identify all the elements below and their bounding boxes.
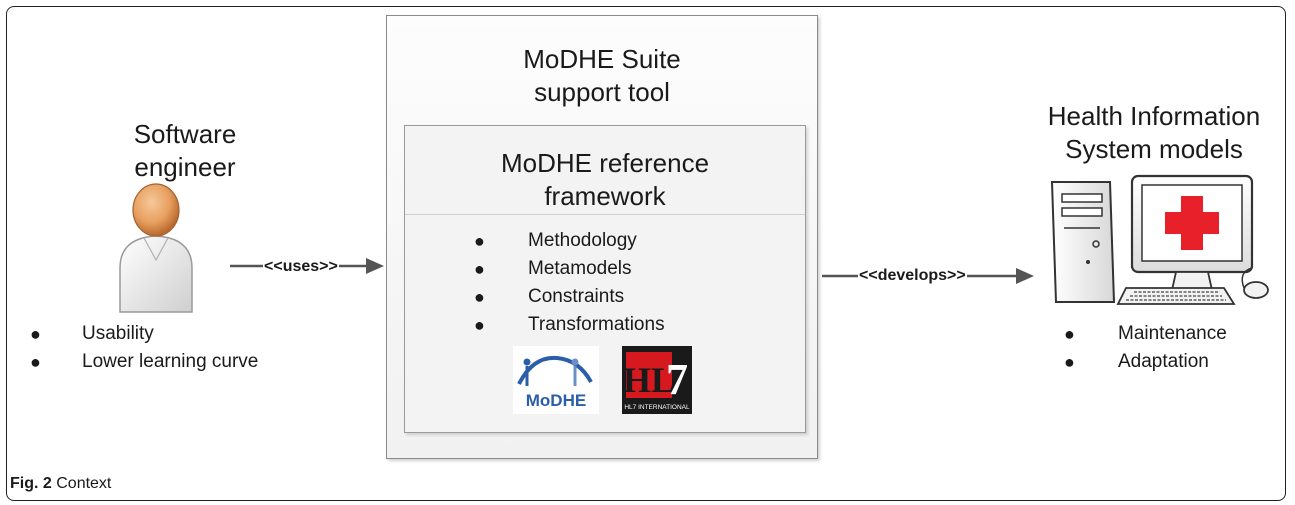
divider — [405, 214, 805, 215]
svg-text:7: 7 — [666, 355, 688, 404]
figure-caption: Fig. 2 Context — [10, 474, 111, 494]
list-item: ●Metamodels — [474, 255, 774, 283]
bullet-dot-icon: ● — [1064, 324, 1075, 344]
suite-title: MoDHE Suite support tool — [386, 43, 818, 109]
modhe-logo: MoDHE — [513, 346, 599, 414]
suite-title-line2: support tool — [534, 77, 670, 107]
software-engineer-title: Software engineer — [90, 118, 280, 184]
figure-frame — [6, 6, 1286, 501]
bullet-dot-icon: ● — [474, 231, 485, 251]
his-title-line2: System models — [1065, 134, 1243, 164]
person-icon — [119, 183, 193, 313]
his-title-line1: Health Information — [1047, 101, 1261, 131]
suite-title-line1: MoDHE Suite — [523, 44, 681, 74]
caption-label: Fig. 2 — [10, 475, 52, 492]
medical-computer-icon — [1050, 174, 1269, 305]
bullet-dot-icon: ● — [474, 315, 485, 335]
list-item: ●Methodology — [474, 227, 774, 255]
list-item: ●Adaptation — [1064, 348, 1274, 376]
modhe-logo-text: MoDHE — [526, 391, 586, 410]
bullet-dot-icon: ● — [474, 259, 485, 279]
uses-label: <<uses>> — [263, 257, 339, 277]
bullet-dot-icon: ● — [474, 287, 485, 307]
framework-title-line1: MoDHE reference — [500, 148, 710, 178]
bullet-dot-icon: ● — [1064, 352, 1075, 372]
bullet-dot-icon: ● — [30, 352, 41, 372]
list-item: ●Constraints — [474, 283, 774, 311]
framework-title: MoDHE reference framework — [404, 147, 806, 213]
reference-framework-box — [404, 125, 806, 433]
framework-items: ●Methodology ●Metamodels ●Constraints ●T… — [474, 227, 774, 339]
hl7-logo-text: HL7 INTERNATIONAL — [624, 404, 690, 411]
svg-text:HL: HL — [623, 360, 675, 400]
his-bullets: ●Maintenance ●Adaptation — [1064, 320, 1274, 376]
list-item: ●Lower learning curve — [30, 348, 330, 376]
software-engineer-title-line1: Software — [133, 119, 237, 149]
his-models-title: Health Information System models — [1024, 100, 1284, 166]
framework-title-line2: framework — [544, 181, 666, 211]
list-item: ●Usability — [30, 320, 330, 348]
list-item: ●Transformations — [474, 311, 774, 339]
software-engineer-title-line2: engineer — [134, 152, 236, 182]
hl7-logo: HL 7 HL7 INTERNATIONAL — [622, 346, 692, 414]
bullet-dot-icon: ● — [30, 324, 41, 344]
list-item: ●Maintenance — [1064, 320, 1274, 348]
develops-label: <<develops>> — [858, 266, 967, 286]
caption-text: Context — [56, 475, 112, 492]
software-engineer-bullets: ●Usability ●Lower learning curve — [30, 320, 330, 376]
